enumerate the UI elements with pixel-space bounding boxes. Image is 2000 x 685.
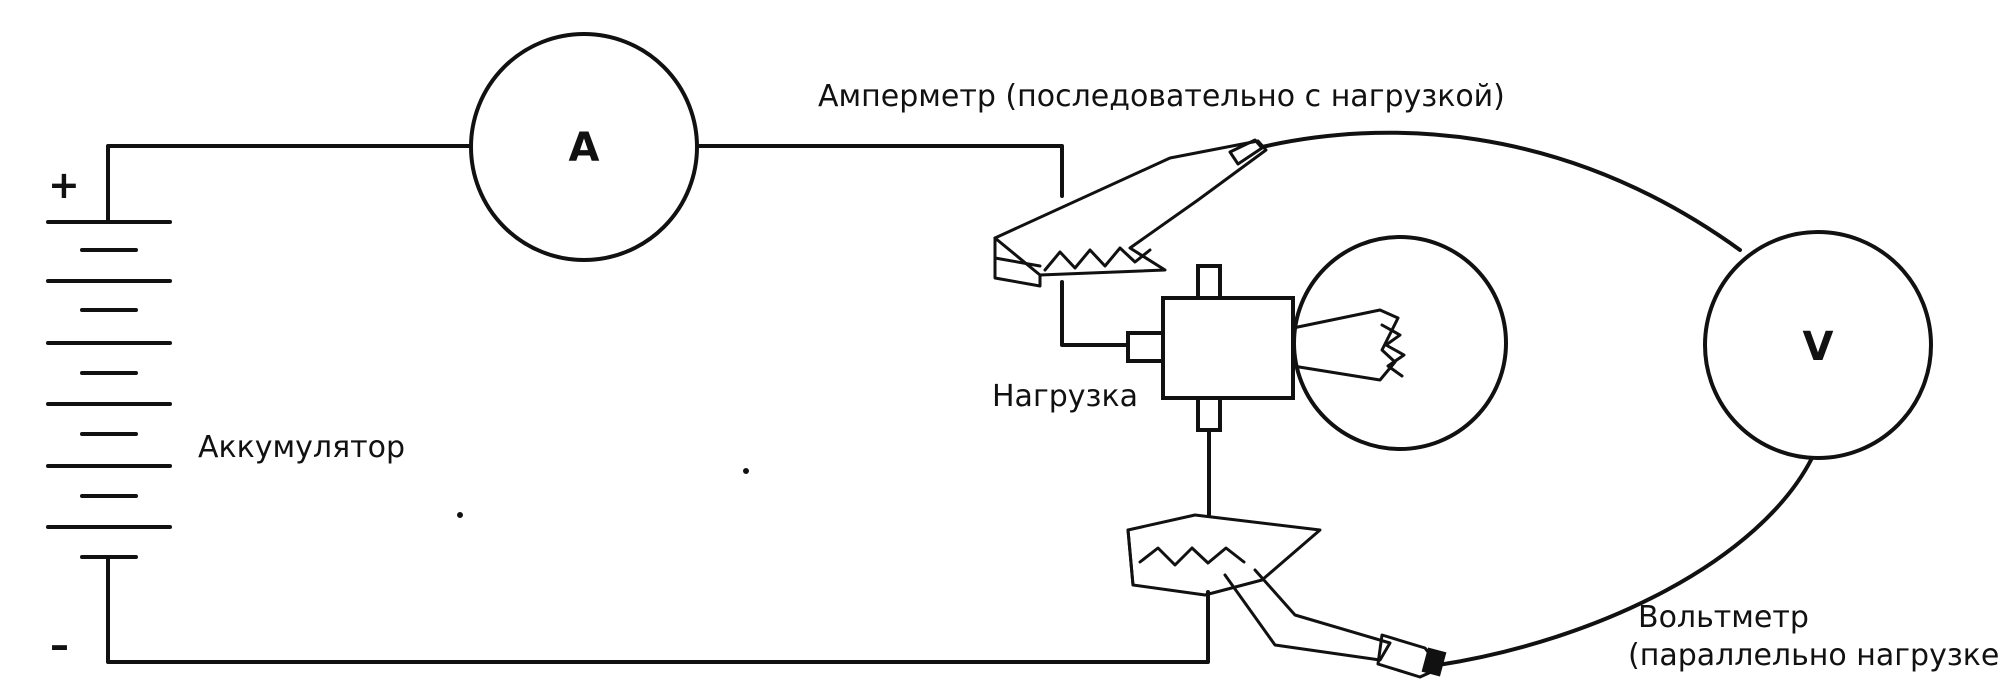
battery-positive-sign: + <box>48 163 80 207</box>
voltmeter-label: Вольтметр <box>1638 600 1809 635</box>
voltmeter-symbol: V <box>1803 324 1834 370</box>
wire-ammeter-to-clip <box>695 144 1064 198</box>
load-label: Нагрузка <box>992 379 1138 414</box>
scan-speck <box>457 512 463 518</box>
voltmeter-lead-top <box>1260 130 1742 252</box>
ammeter: A <box>469 32 699 262</box>
voltmeter-dial <box>1703 230 1933 460</box>
ammeter-symbol: A <box>569 125 600 171</box>
lamp-load <box>1126 235 1508 517</box>
voltmeter-sublabel: (параллельно нагрузке) <box>1628 638 2000 673</box>
scan-speck <box>743 468 749 474</box>
voltmeter-lead-bottom <box>1436 456 1814 667</box>
lower-clip <box>1126 513 1447 679</box>
voltmeter: V <box>1703 230 1933 460</box>
ammeter-dial <box>469 32 699 262</box>
lamp-bulb <box>1292 235 1508 451</box>
ammeter-label: Амперметр (последовательно с нагрузкой) <box>818 79 1505 114</box>
lamp-socket <box>1161 296 1295 400</box>
wire-positive <box>106 144 472 224</box>
battery-label: Аккумулятор <box>198 430 405 465</box>
upper-clip <box>993 138 1268 347</box>
battery-negative-sign: – <box>50 623 69 667</box>
wire-negative <box>106 555 1210 664</box>
